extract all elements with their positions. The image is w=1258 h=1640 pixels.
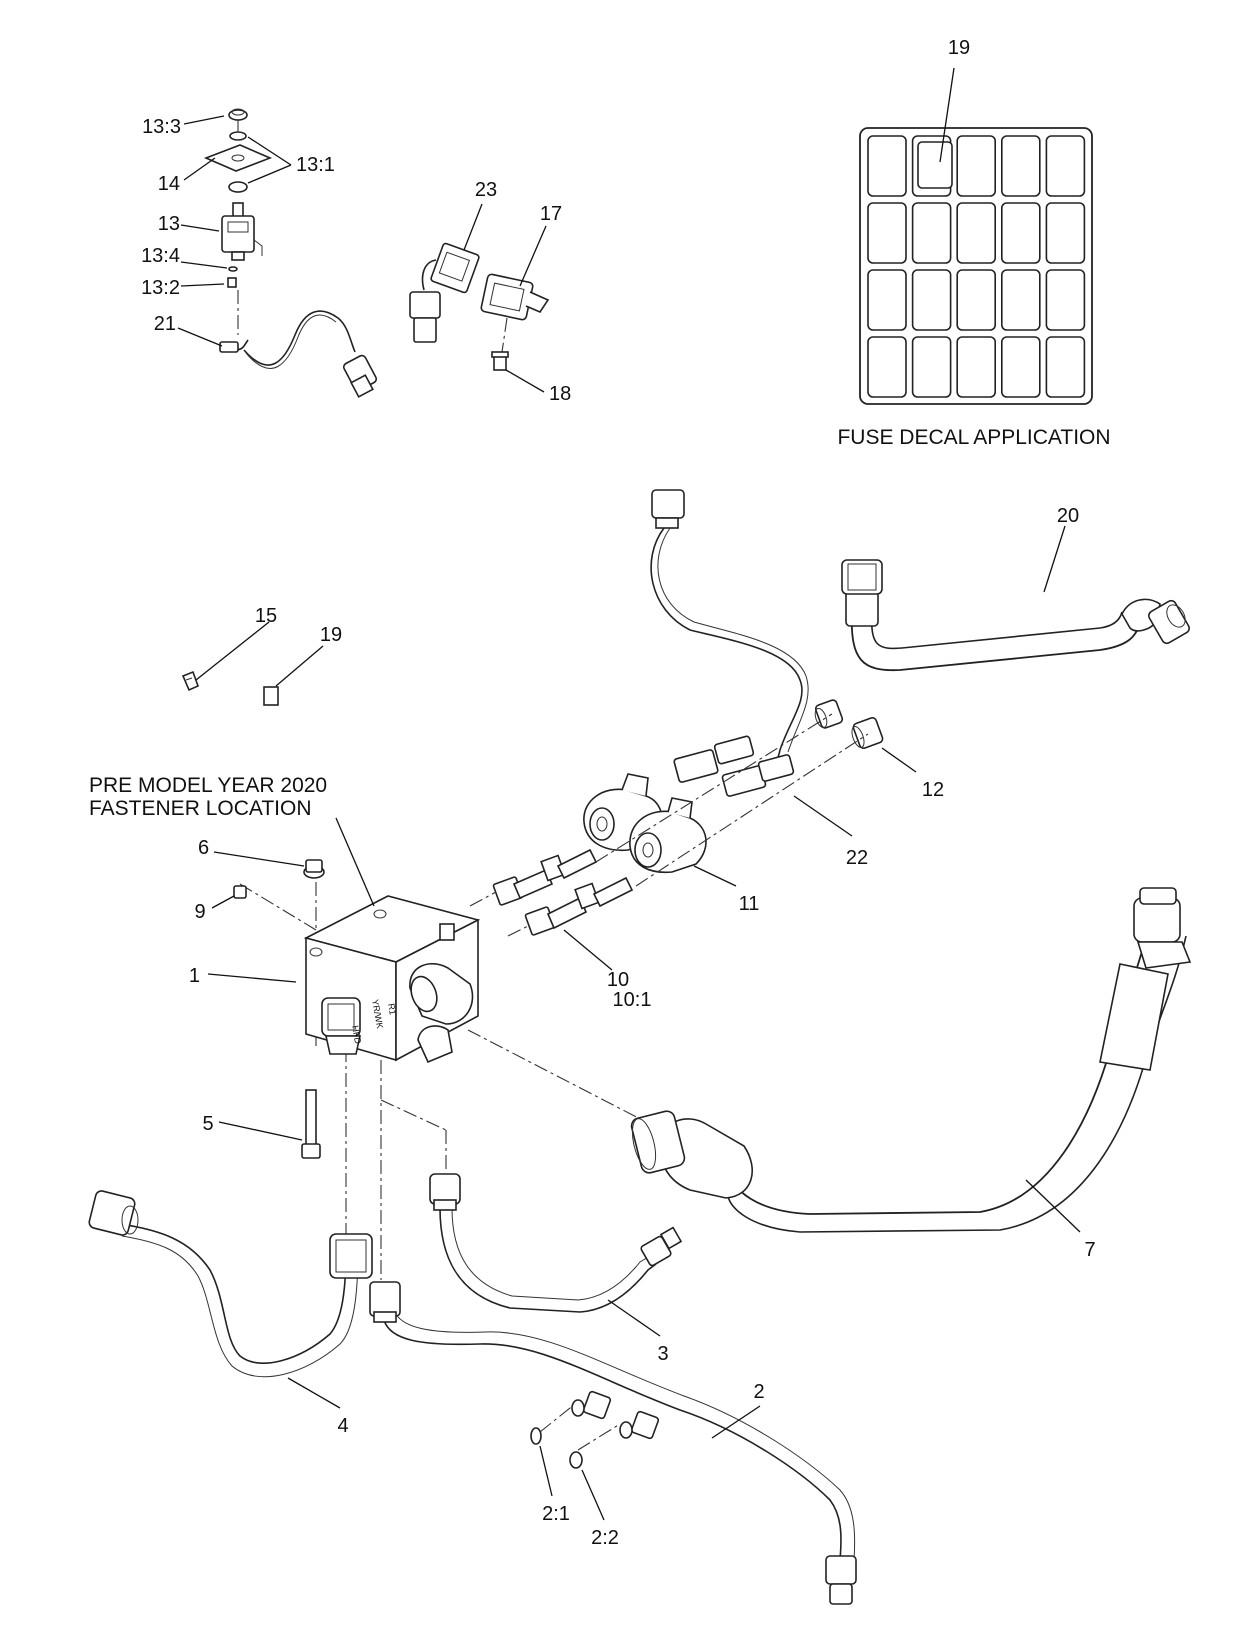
block-marking-3: R1 xyxy=(386,1003,398,1016)
fuse-cell xyxy=(1000,202,1041,264)
fuse-decal-19 xyxy=(917,141,953,189)
callout-3: 3 xyxy=(657,1343,668,1365)
relay-assembly: 23 17 18 xyxy=(409,179,571,405)
coils-11: 11 xyxy=(583,773,760,915)
small-parts-15-19: 15 19 xyxy=(181,605,342,706)
fuse-cell xyxy=(1045,135,1086,197)
fuse-cell xyxy=(1045,336,1086,398)
fuse-cell xyxy=(1000,135,1041,197)
callout-13-1: 13:1 xyxy=(296,154,335,176)
callout-13-4: 13:4 xyxy=(141,245,180,267)
callout-13: 13 xyxy=(158,213,180,235)
callout-10: 10 xyxy=(607,969,629,991)
fittings-12: 12 xyxy=(814,699,944,801)
fuse-grid xyxy=(867,135,1086,398)
callout-2-2: 2:2 xyxy=(591,1527,619,1549)
callout-11: 11 xyxy=(739,893,760,915)
callout-14: 14 xyxy=(158,173,180,195)
callout-10-1: 10:1 xyxy=(613,989,652,1011)
hose-20: 20 xyxy=(841,505,1190,672)
callout-19-part: 19 xyxy=(320,624,342,646)
callout-2-1: 2:1 xyxy=(542,1503,570,1525)
fuse-cell xyxy=(956,135,997,197)
switch-assembly-13: 13:3 13:1 14 13 13:4 13:2 21 xyxy=(141,108,378,398)
callout-13-2: 13:2 xyxy=(141,277,180,299)
callout-6: 6 xyxy=(198,837,209,859)
pre-model-note-line1: PRE MODEL YEAR 2020 xyxy=(89,774,327,797)
cartridges-10: 10 10:1 xyxy=(469,848,652,1011)
hose-7: 7 xyxy=(630,887,1192,1261)
callout-20: 20 xyxy=(1057,505,1079,527)
tube-3: 3 xyxy=(429,1173,683,1365)
callout-4: 4 xyxy=(337,1415,348,1437)
fasteners: 6 9 5 xyxy=(194,837,325,1159)
block-marking-2: HFD xyxy=(350,1025,363,1045)
fuse-cell xyxy=(1000,336,1041,398)
callout-22: 22 xyxy=(846,847,868,869)
fuse-cell xyxy=(1045,269,1086,331)
pre-model-note-line2: FASTENER LOCATION xyxy=(89,797,311,820)
fuse-cell xyxy=(956,269,997,331)
fuse-cell xyxy=(956,336,997,398)
harness-22: 22 xyxy=(650,489,868,869)
fuse-cell xyxy=(911,269,952,331)
callout-5: 5 xyxy=(202,1113,213,1135)
callout-2: 2 xyxy=(753,1381,764,1403)
callout-18: 18 xyxy=(549,383,571,405)
callout-12: 12 xyxy=(922,779,944,801)
manifold-block-1: YR/WK HFD R1 1 PRE MODEL YEAR 2020 FASTE… xyxy=(89,774,481,1064)
fuse-cell xyxy=(867,202,907,264)
fuse-cell xyxy=(867,336,907,398)
fuse-cell xyxy=(1000,269,1041,331)
fuse-cell xyxy=(911,336,952,398)
callout-13-3: 13:3 xyxy=(142,116,181,138)
callout-7: 7 xyxy=(1084,1239,1095,1261)
fuse-cell xyxy=(1045,202,1086,264)
fuse-cell xyxy=(911,202,952,264)
callout-19-decal: 19 xyxy=(948,37,970,59)
tube-2: 2 2:1 2:2 xyxy=(369,1281,857,1605)
callout-23: 23 xyxy=(475,179,497,201)
tube-4: 4 xyxy=(88,1190,373,1437)
callout-15: 15 xyxy=(255,605,277,627)
callout-17: 17 xyxy=(540,203,562,225)
callout-21: 21 xyxy=(154,313,176,335)
callout-1: 1 xyxy=(189,965,200,987)
alignment-lines xyxy=(239,713,869,1451)
callout-9: 9 xyxy=(194,901,205,923)
fuse-decal-caption: FUSE DECAL APPLICATION xyxy=(837,426,1110,449)
fuse-decal-panel: 19 FUSE DECAL APPLICATION xyxy=(837,37,1110,449)
fuse-cell xyxy=(867,269,907,331)
fuse-cell xyxy=(956,202,997,264)
fuse-cell xyxy=(867,135,907,197)
